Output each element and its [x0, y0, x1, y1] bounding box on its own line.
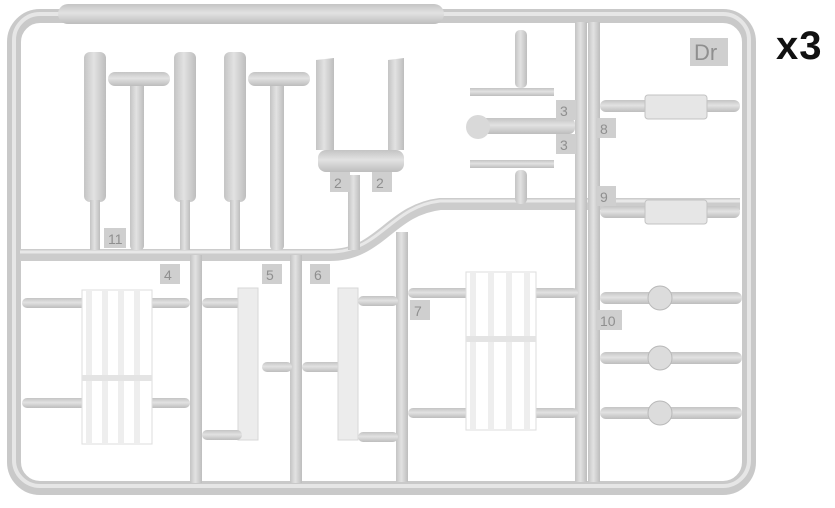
part-number-label: 6 — [314, 267, 322, 283]
part-number-label: 11 — [108, 231, 123, 247]
rack-part-4 — [22, 289, 190, 445]
cylinder-parts-right — [600, 94, 740, 225]
sprue-code-tag — [690, 38, 728, 66]
part-number-label: 10 — [600, 313, 616, 329]
part-number-label: 8 — [600, 121, 608, 137]
part-number-label: 5 — [266, 267, 274, 283]
part-number-label: 4 — [164, 267, 172, 283]
part-number-tags: 2 2 3 3 4 5 6 7 8 9 10 11 — [104, 100, 622, 330]
main-runner — [20, 198, 740, 261]
part-number-label: 2 — [334, 175, 342, 191]
part-3-assembly — [466, 30, 575, 204]
part-number-label: 2 — [376, 175, 384, 191]
top-runner-bar — [58, 4, 444, 24]
sprue-code-label: Dr — [694, 40, 717, 65]
part-number-label: 9 — [600, 189, 608, 205]
part-number-label: 3 — [560, 103, 568, 119]
part-number-label: 7 — [414, 303, 422, 319]
strut-parts-upper — [84, 52, 404, 250]
part-number-label: 3 — [560, 137, 568, 153]
wheel-parts — [600, 285, 742, 426]
plate-part-6 — [302, 287, 398, 442]
rack-part-7 — [408, 271, 578, 431]
quantity-label: x3 — [776, 24, 823, 68]
plate-part-5 — [202, 287, 292, 441]
